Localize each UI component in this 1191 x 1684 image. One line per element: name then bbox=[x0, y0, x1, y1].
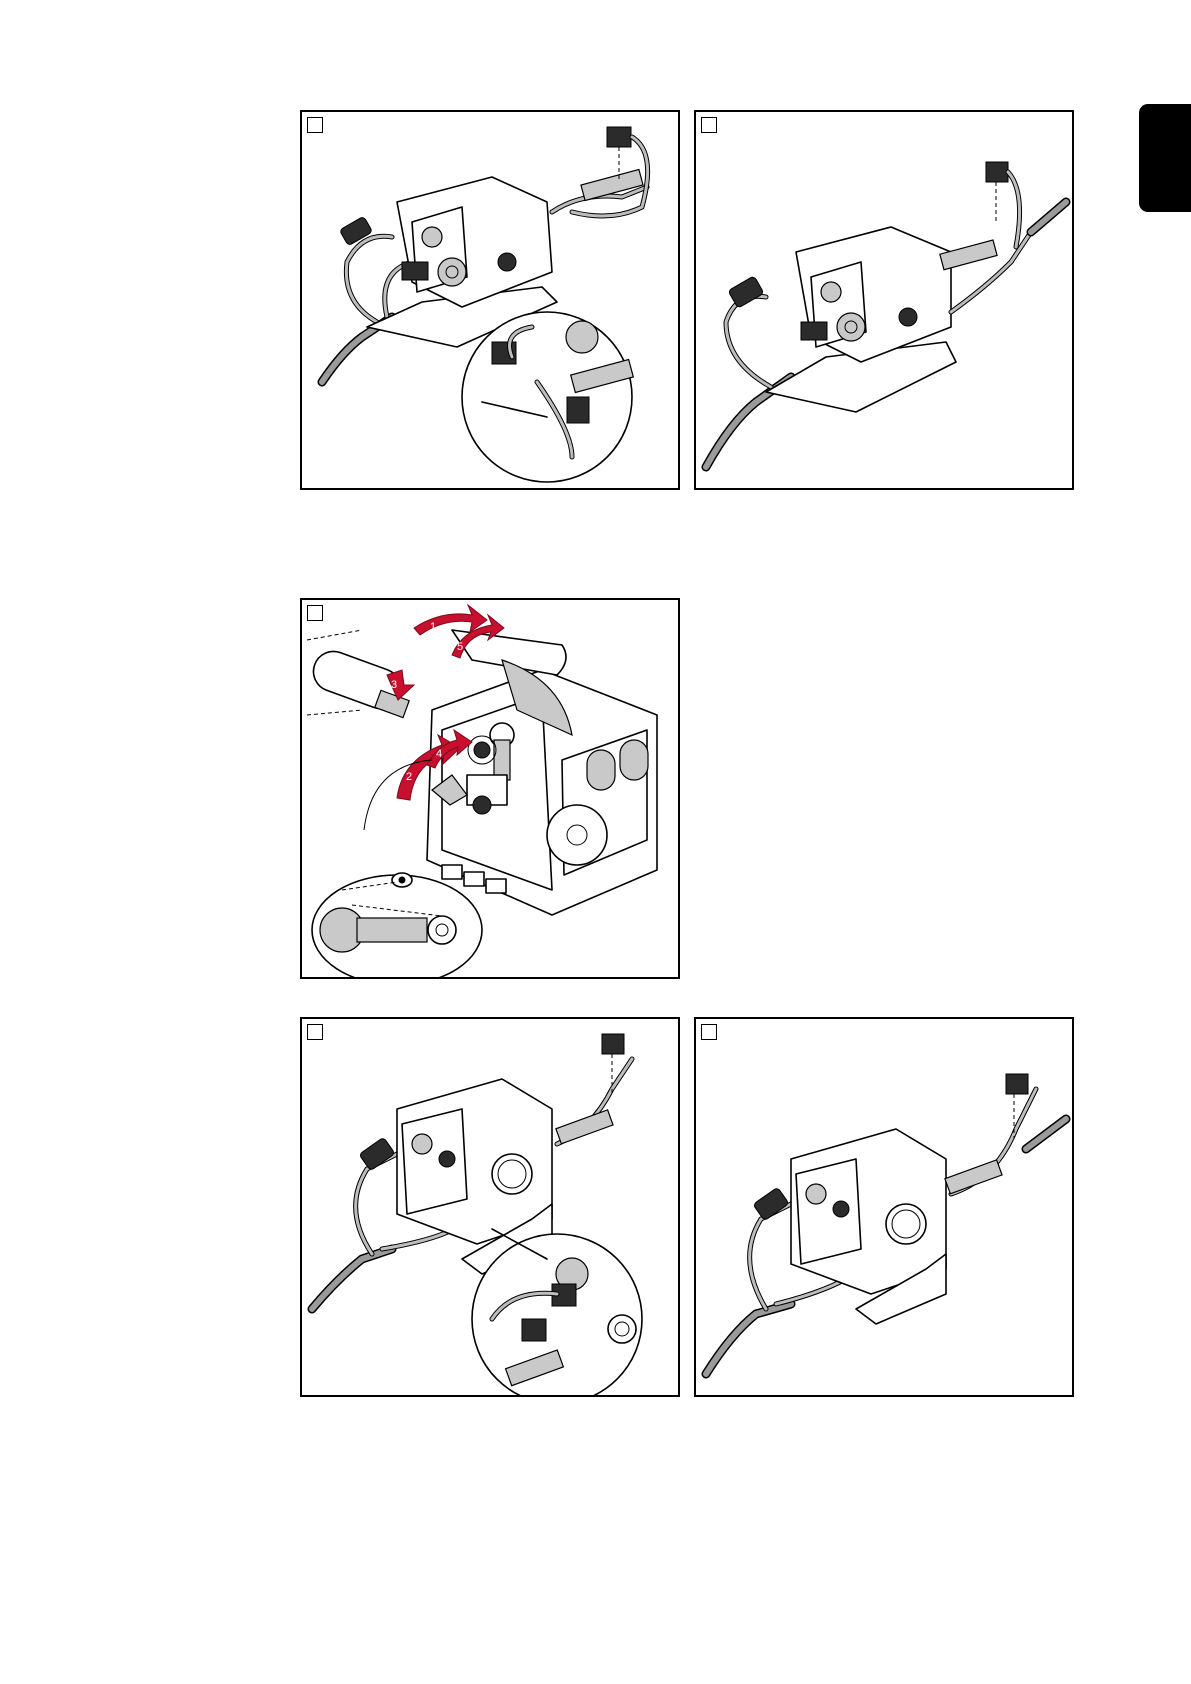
arrow-label: 4 bbox=[436, 748, 442, 760]
wirefeeder-connection-drawing bbox=[302, 112, 680, 490]
step-illustration-4 bbox=[300, 1017, 680, 1397]
step-number-box bbox=[307, 1024, 323, 1040]
arrow-label: 3 bbox=[391, 679, 397, 691]
step-illustration-2 bbox=[694, 110, 1074, 490]
arrow-label: 1 bbox=[430, 621, 436, 633]
wirefeeder-connected-drawing bbox=[696, 112, 1074, 490]
wirefeeder-variant-connected-drawing bbox=[696, 1019, 1074, 1397]
step-number-box bbox=[701, 117, 717, 133]
step-number-box bbox=[307, 117, 323, 133]
arrow-label: 5 bbox=[457, 641, 463, 653]
wirefeeder-open-cover-drawing: 1 5 3 2 4 bbox=[302, 600, 680, 979]
step-illustration-3: 1 5 3 2 4 bbox=[300, 598, 680, 979]
step-number-box bbox=[701, 1024, 717, 1040]
step-illustration-1 bbox=[300, 110, 680, 490]
section-tab bbox=[1139, 104, 1191, 212]
step-number-box bbox=[307, 605, 323, 621]
step-illustration-5 bbox=[694, 1017, 1074, 1397]
arrow-label: 2 bbox=[406, 771, 412, 783]
wirefeeder-variant-connection-drawing bbox=[302, 1019, 680, 1397]
